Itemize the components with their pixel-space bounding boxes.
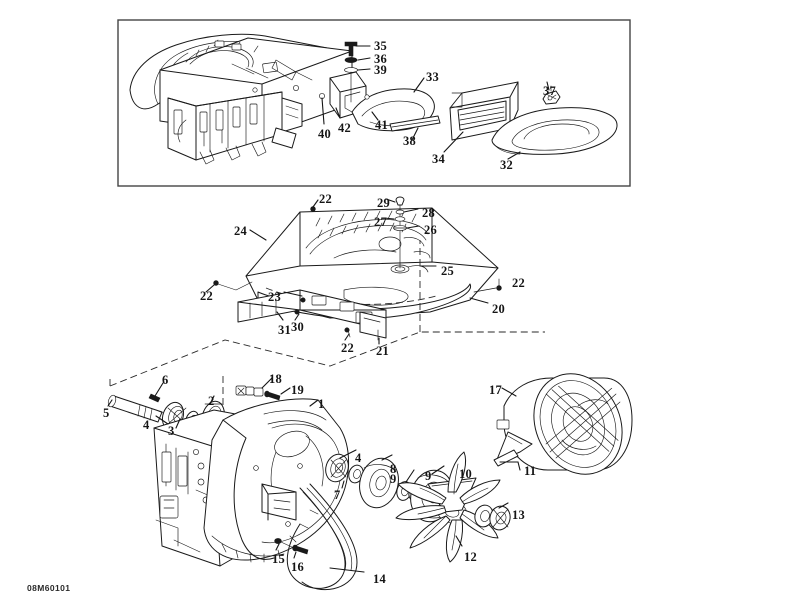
callout-9: 9	[425, 469, 432, 483]
callout-7: 7	[334, 488, 341, 502]
callout-8: 8	[390, 462, 397, 476]
callout-16: 16	[291, 560, 304, 574]
callout-17: 17	[489, 383, 502, 397]
callout-28: 28	[422, 206, 435, 220]
callout-10: 10	[459, 467, 472, 481]
callout-24: 24	[234, 224, 247, 238]
inset-frame	[117, 19, 631, 187]
callout-3: 3	[168, 424, 175, 438]
leaders-cover	[205, 198, 489, 345]
callout-34: 34	[432, 152, 445, 166]
callout-12: 12	[464, 550, 477, 564]
fasteners-15-16	[274, 538, 309, 555]
callout-42: 42	[338, 121, 351, 135]
callout-4b: 4	[355, 451, 362, 465]
clamp-37	[542, 85, 561, 105]
vent-grille-34	[449, 81, 519, 141]
fan-blade-12	[395, 451, 501, 563]
callout-13: 13	[512, 508, 525, 522]
callout-2: 2	[208, 394, 215, 408]
callout-36: 36	[374, 52, 387, 66]
callout-33: 33	[426, 70, 439, 84]
callout-1: 1	[318, 397, 325, 411]
callout-26: 26	[424, 223, 437, 237]
clutch-housing-1	[203, 398, 349, 563]
sheet-code: 08M60101	[27, 583, 71, 593]
pin-6	[148, 393, 161, 403]
bearing-4-7	[325, 453, 364, 484]
callout-32: 32	[500, 158, 513, 172]
callout-40: 40	[318, 127, 331, 141]
callout-22d: 22	[341, 341, 354, 355]
fan-shroud-17	[493, 373, 633, 475]
callout-15: 15	[272, 552, 285, 566]
callout-25: 25	[441, 264, 454, 278]
callout-21: 21	[376, 344, 389, 358]
fan-assembly	[395, 373, 633, 563]
callout-39: 39	[374, 63, 387, 77]
cover-top-detail	[305, 210, 431, 259]
callout-38: 38	[403, 134, 416, 148]
drive-shaft-5	[107, 394, 171, 423]
callout-37: 37	[543, 84, 556, 98]
callout-11: 11	[524, 464, 537, 478]
callout-6: 6	[162, 373, 169, 387]
intake-manifold-assembly	[129, 33, 367, 165]
callout-31: 31	[278, 323, 291, 337]
callout-23: 23	[268, 290, 281, 304]
drive-belt-14	[286, 483, 358, 591]
callout-29: 29	[377, 196, 390, 210]
callout-9b: 9	[390, 472, 397, 486]
callout-14: 14	[373, 572, 386, 586]
engine-cover-assembly	[213, 199, 502, 341]
engine-drive-assembly	[107, 385, 454, 591]
callout-4: 4	[143, 418, 150, 432]
callout-27: 27	[374, 215, 387, 229]
oval-trim-32	[491, 107, 618, 155]
callout-22a: 22	[319, 192, 332, 206]
callout-30: 30	[291, 320, 304, 334]
callout-22b: 22	[200, 289, 213, 303]
callout-20: 20	[492, 302, 505, 316]
fasteners-18-19	[235, 385, 281, 401]
flat-gasket-38	[389, 115, 441, 132]
dipstick-26-29	[393, 196, 407, 269]
callout-22c: 22	[512, 276, 525, 290]
callout-35: 35	[374, 39, 387, 53]
leaders-intake	[321, 45, 550, 160]
callout-18: 18	[269, 372, 282, 386]
callout-19: 19	[291, 383, 304, 397]
leaders-lower	[107, 377, 521, 573]
callout-5: 5	[103, 406, 110, 420]
callout-41: 41	[375, 118, 388, 132]
